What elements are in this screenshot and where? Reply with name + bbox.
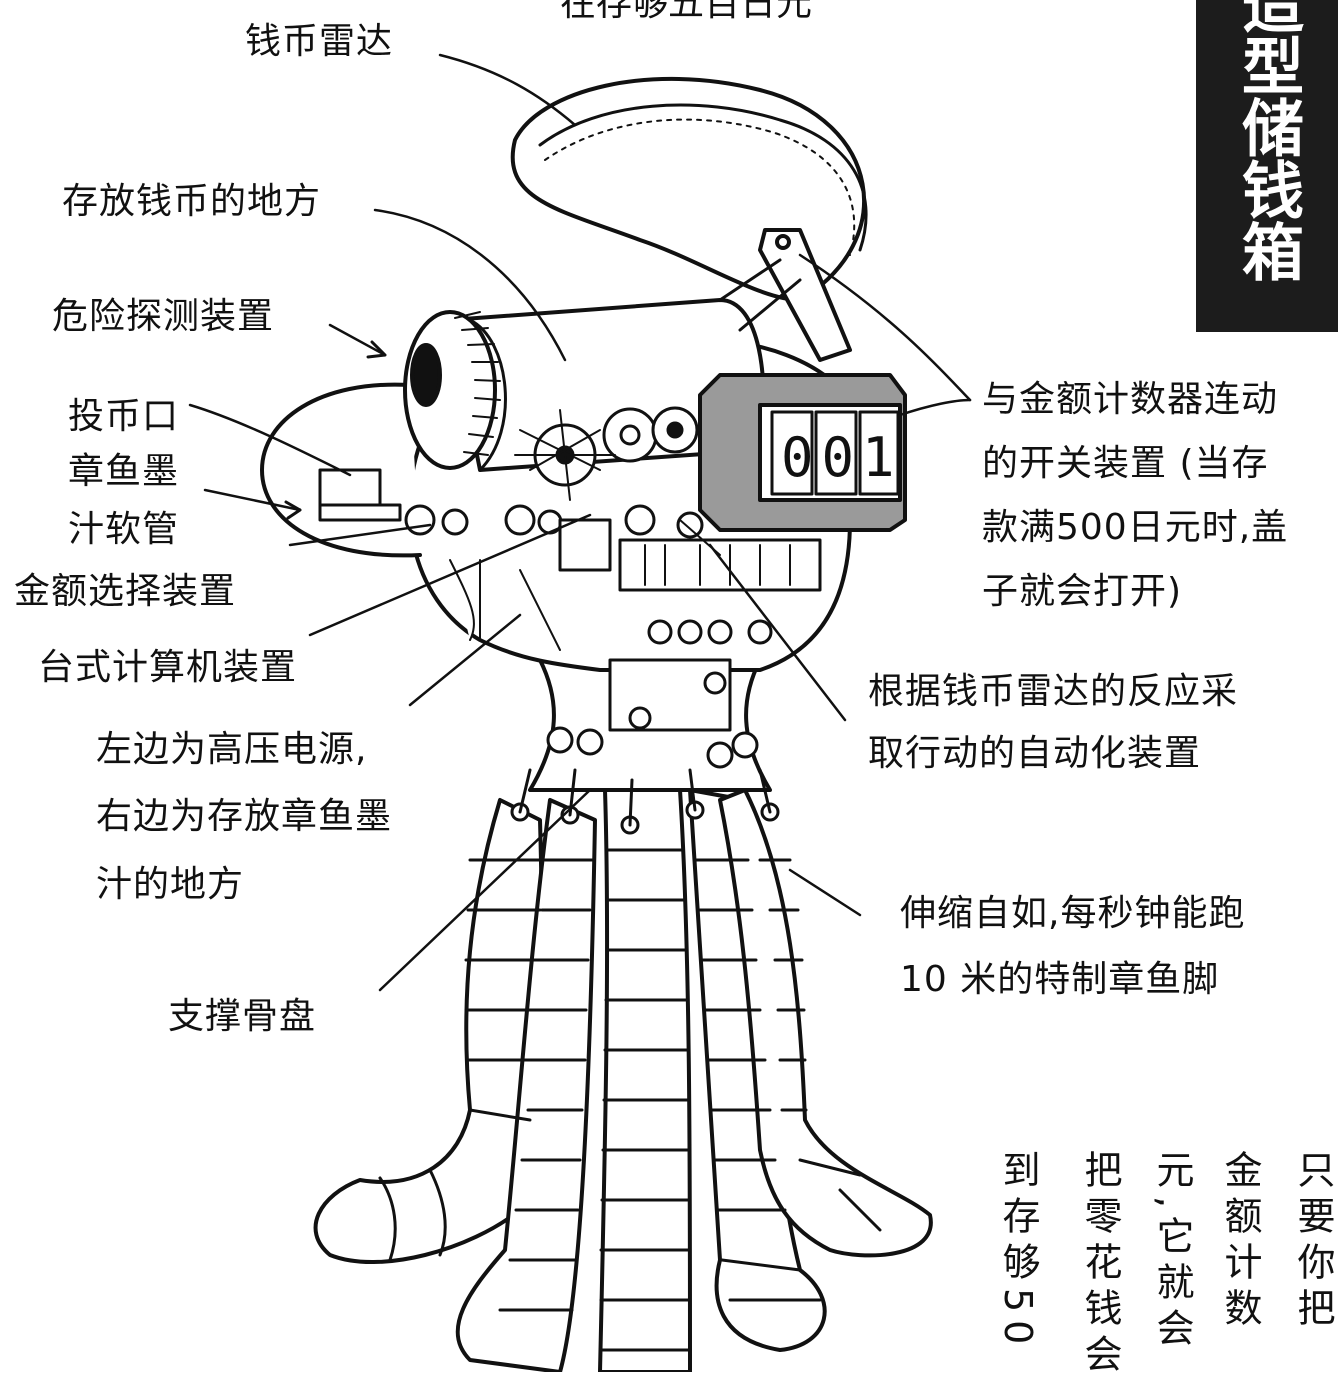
vertical-text-col-1: 只要你把 xyxy=(1291,1150,1335,1334)
label-switch-1: 与金额计数器连动 xyxy=(982,379,1279,420)
label-ink-hose-1: 章鱼墨 xyxy=(68,451,180,492)
label-auto-1: 根据钱币雷达的反应采 xyxy=(868,671,1239,712)
vertical-text-col-4: 把零花钱会 xyxy=(1078,1150,1122,1380)
amount-counter: 001 xyxy=(698,373,907,532)
side-banner-text: 造型储钱箱 xyxy=(1231,0,1304,282)
label-power-1: 左边为高压电源, xyxy=(96,729,368,770)
label-legs-1: 伸缩自如,每秒钟能跑 xyxy=(900,893,1246,934)
label-switch-3: 款满500日元时,盖 xyxy=(982,507,1289,548)
label-coin-storage: 存放钱币的地方 xyxy=(62,181,322,222)
octopus-legs xyxy=(313,788,933,1372)
label-ink-hose-2: 汁软管 xyxy=(68,509,180,550)
machinery xyxy=(318,406,822,835)
label-support-plate: 支撑骨盘 xyxy=(168,996,317,1037)
label-power-3: 汁的地方 xyxy=(96,864,245,905)
label-power-2: 右边为存放章鱼墨 xyxy=(96,796,393,837)
label-legs-2: 10 米的特制章鱼脚 xyxy=(900,959,1220,1000)
label-switch-4: 子就会打开) xyxy=(982,571,1183,612)
label-amount-selector: 金额选择装置 xyxy=(14,571,237,612)
lid-arm xyxy=(758,228,852,362)
vertical-text-col-3: 元,它就会 xyxy=(1150,1150,1194,1355)
label-coin-radar: 钱币雷达 xyxy=(245,21,394,62)
partial-top-text: 在存够五百日元 xyxy=(560,0,813,24)
vertical-text-col-5: 到存够50 xyxy=(996,1150,1040,1353)
label-calculator: 台式计算机装置 xyxy=(38,647,298,688)
label-coin-slot: 投币口 xyxy=(68,396,180,437)
side-banner: 造型储钱箱 xyxy=(1196,0,1338,332)
label-danger-detector: 危险探测装置 xyxy=(52,296,275,337)
label-auto-2: 取行动的自动化装置 xyxy=(868,733,1202,774)
counter-digits: 001 xyxy=(781,426,903,489)
vertical-text-col-2: 金额计数 xyxy=(1218,1150,1262,1334)
label-switch-2: 的开关装置 (当存 xyxy=(982,443,1269,484)
leader-lines xyxy=(188,53,972,992)
